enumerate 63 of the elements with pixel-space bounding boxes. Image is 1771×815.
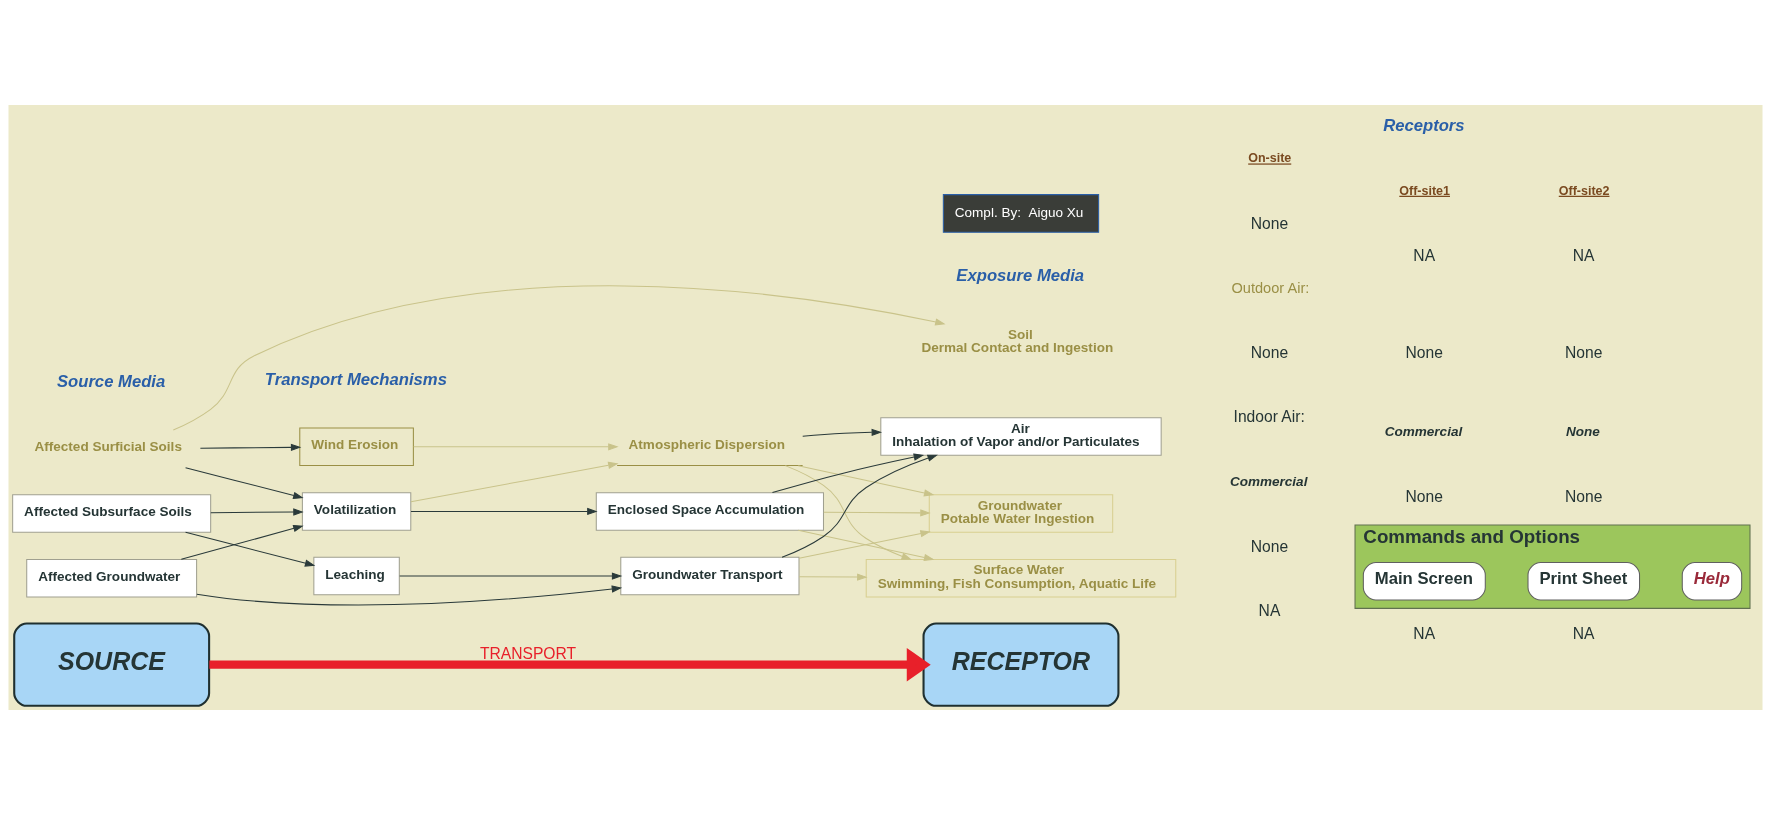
arrow — [781, 454, 938, 558]
label: None — [1250, 214, 1289, 232]
label: NA — [1572, 625, 1595, 643]
arrow — [185, 467, 304, 499]
label: NA — [1413, 625, 1436, 643]
label: NA — [1572, 246, 1595, 264]
arrow — [797, 465, 935, 497]
node-box: Wind Erosion — [299, 427, 414, 467]
label: None — [1250, 343, 1289, 361]
label: Outdoor Air: — [1231, 280, 1310, 297]
label: NA — [1413, 246, 1436, 264]
arrow — [185, 531, 316, 567]
label: NA — [1258, 602, 1281, 620]
label: None — [1565, 487, 1603, 505]
label: Transport Mechanisms — [264, 370, 447, 390]
node-box: Compl. By: Aiguo Xu — [942, 194, 1100, 233]
arrow — [172, 285, 946, 431]
label: Exposure Media — [956, 265, 1085, 285]
node-text: Affected Surficial Soils — [34, 439, 182, 455]
label: On-site — [1248, 151, 1292, 166]
node-box: SOURCE — [13, 622, 211, 707]
edge-label: TRANSPORT — [479, 645, 577, 663]
arrow — [180, 524, 304, 560]
label: Commercial — [1229, 473, 1308, 489]
node-box: Groundwater Transport — [620, 556, 800, 596]
arrow — [399, 572, 623, 580]
arrow — [410, 507, 598, 516]
label: None — [1250, 537, 1289, 555]
arrow — [798, 573, 868, 581]
arrow — [410, 461, 619, 503]
node-box: Volatilization — [301, 492, 412, 531]
label: Commercial — [1384, 423, 1463, 439]
arrow — [209, 647, 931, 682]
node-box: RECEPTOR — [922, 622, 1120, 707]
node-text: Soil Dermal Contact and Ingestion — [921, 326, 1114, 356]
arrow — [413, 443, 619, 451]
node-box: Groundwater Potable Water Ingestion — [928, 494, 1114, 533]
label: Receptors — [1383, 115, 1465, 135]
arrow — [196, 585, 623, 606]
node-box: Air Inhalation of Vapor and/or Particulates — [880, 417, 1162, 456]
node-box: Leaching — [313, 556, 400, 596]
arrow — [802, 428, 883, 437]
label: None — [1405, 343, 1443, 361]
label: Off-site2 — [1558, 183, 1610, 198]
node-box: Affected Groundwater — [26, 558, 198, 598]
label: None — [1566, 423, 1600, 439]
label: Off-site1 — [1399, 183, 1451, 198]
node-box: Main Screen — [1362, 562, 1486, 601]
arrow — [210, 508, 304, 516]
label: Source Media — [56, 372, 166, 392]
arrow — [771, 453, 925, 494]
arrow — [823, 509, 931, 517]
node-box: Print Sheet — [1527, 562, 1641, 601]
node-box: Help — [1681, 562, 1743, 601]
label: Indoor Air: — [1233, 408, 1305, 426]
node-box: Enclosed Space Accumulation — [595, 492, 824, 531]
node-box: Affected Subsurface Soils — [12, 494, 212, 533]
label: None — [1405, 487, 1443, 505]
arrow — [199, 443, 302, 452]
node-text: Atmospheric Dispersion — [628, 437, 785, 453]
node-box: Surface Water Swimming, Fish Consumption, Aquatic Life — [865, 558, 1177, 598]
label: None — [1565, 343, 1603, 361]
arrow — [784, 465, 912, 560]
